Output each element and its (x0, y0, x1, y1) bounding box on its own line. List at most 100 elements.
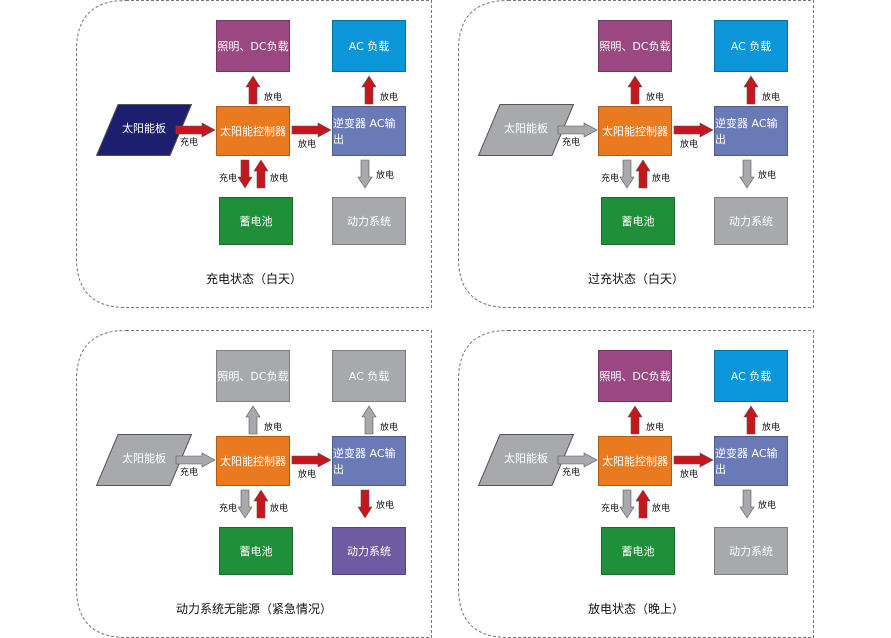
solar-controller-block: 太阳能控制器 (598, 106, 672, 156)
power-system-block: 动力系统 (714, 527, 788, 575)
power-system-label: 动力系统 (347, 215, 391, 228)
inverter-to-power-system-label: 放电 (376, 501, 395, 511)
panel-frame (76, 0, 432, 308)
inverter-ac-output-block: 逆变器 AC输出 (332, 436, 406, 486)
controller-to-inverter-label: 放电 (298, 140, 317, 150)
panel-frame (76, 330, 432, 638)
inverter-to-power-system-label: 放电 (376, 171, 395, 181)
solar-to-controller-label: 充电 (562, 138, 581, 148)
inverter-to-ac-load-arrow (361, 405, 377, 435)
solar-panel-block: 太阳能板 (95, 434, 193, 486)
controller-to-lighting-label: 放电 (264, 423, 283, 433)
lighting-dc-load-label: 照明、DC负载 (599, 370, 671, 383)
inverter-to-ac-load-label: 放电 (380, 93, 399, 103)
inverter-to-power-system-label: 放电 (758, 501, 777, 511)
panel-overcharge-day: 照明、DC负载 AC 负载 太阳能板 太阳能控制器 逆变器 AC输出 蓄电池 动… (458, 0, 814, 308)
controller-to-lighting-arrow (627, 405, 643, 435)
inverter-to-ac-load-arrow (361, 75, 377, 105)
solar-to-controller-arrow (557, 122, 598, 138)
panel-caption: 动力系统无能源（紧急情况） (175, 602, 332, 616)
power-system-block: 动力系统 (332, 197, 406, 245)
battery-to-controller-label: 放电 (270, 504, 289, 514)
lighting-dc-load-block: 照明、DC负载 (216, 20, 290, 72)
solar-panel-label: 太阳能板 (504, 452, 548, 465)
solar-panel-shape (477, 104, 575, 156)
solar-panel-block: 太阳能板 (95, 104, 193, 156)
ac-load-block: AC 负载 (714, 350, 788, 402)
controller-to-inverter-arrow (291, 452, 332, 468)
solar-to-controller-label: 充电 (180, 138, 199, 148)
ac-load-label: AC 负载 (730, 370, 772, 383)
inverter-ac-output-label: 逆变器 AC输出 (333, 447, 396, 476)
controller-to-lighting-arrow (627, 75, 643, 105)
lighting-dc-load-block: 照明、DC负载 (598, 350, 672, 402)
solar-controller-block: 太阳能控制器 (598, 436, 672, 486)
solar-panel-block: 太阳能板 (477, 104, 575, 156)
controller-to-lighting-label: 放电 (646, 93, 665, 103)
battery-block: 蓄电池 (219, 197, 293, 245)
solar-panel-label: 太阳能板 (122, 122, 166, 135)
solar-panel-label: 太阳能板 (122, 452, 166, 465)
controller-to-battery-label: 充电 (601, 504, 620, 514)
controller-to-lighting-label: 放电 (646, 423, 665, 433)
inverter-ac-output-block: 逆变器 AC输出 (714, 106, 788, 156)
controller-to-battery-label: 充电 (601, 174, 620, 184)
lighting-dc-load-label: 照明、DC负载 (217, 370, 289, 383)
panel-emergency: 照明、DC负载 AC 负载 太阳能板 太阳能控制器 逆变器 AC输出 蓄电池 动… (76, 330, 432, 638)
controller-to-lighting-label: 放电 (264, 93, 283, 103)
inverter-to-ac-load-label: 放电 (380, 423, 399, 433)
inverter-ac-output-label: 逆变器 AC输出 (333, 117, 396, 146)
battery-to-controller-arrow (253, 489, 269, 519)
inverter-to-power-system-arrow (739, 489, 755, 519)
solar-controller-label: 太阳能控制器 (602, 125, 668, 138)
inverter-to-ac-load-arrow (743, 405, 759, 435)
power-system-block: 动力系统 (714, 197, 788, 245)
panel-charging-day: 照明、DC负载 AC 负载 太阳能板 太阳能控制器 逆变器 AC输出 蓄电池 动… (76, 0, 432, 308)
ac-load-block: AC 负载 (714, 20, 788, 72)
lighting-dc-load-label: 照明、DC负载 (599, 40, 671, 53)
lighting-dc-load-block: 照明、DC负载 (598, 20, 672, 72)
solar-controller-label: 太阳能控制器 (220, 455, 286, 468)
power-system-block: 动力系统 (332, 527, 406, 575)
solar-to-controller-label: 充电 (562, 468, 581, 478)
panel-discharging-night: 照明、DC负载 AC 负载 太阳能板 太阳能控制器 逆变器 AC输出 蓄电池 动… (458, 330, 814, 638)
solar-panel-shape (95, 104, 193, 156)
panel-caption: 过充状态（白天） (587, 272, 684, 286)
inverter-ac-output-label: 逆变器 AC输出 (715, 447, 778, 476)
solar-controller-label: 太阳能控制器 (602, 455, 668, 468)
lighting-dc-load-label: 照明、DC负载 (217, 40, 289, 53)
controller-to-inverter-arrow (673, 122, 714, 138)
inverter-ac-output-label: 逆变器 AC输出 (715, 117, 778, 146)
inverter-to-ac-load-arrow (743, 75, 759, 105)
ac-load-label: AC 负载 (348, 370, 390, 383)
controller-to-inverter-label: 放电 (680, 140, 699, 150)
controller-to-battery-label: 充电 (219, 504, 238, 514)
battery-block: 蓄电池 (219, 527, 293, 575)
solar-panel-shape (477, 434, 575, 486)
lighting-dc-load-block: 照明、DC负载 (216, 350, 290, 402)
inverter-ac-output-block: 逆变器 AC输出 (332, 106, 406, 156)
controller-to-inverter-label: 放电 (298, 470, 317, 480)
ac-load-label: AC 负载 (348, 40, 390, 53)
battery-to-controller-arrow (635, 159, 651, 189)
solar-controller-block: 太阳能控制器 (216, 106, 290, 156)
panel-caption: 放电状态（晚上） (587, 602, 684, 616)
ac-load-block: AC 负载 (332, 20, 406, 72)
controller-to-battery-arrow (237, 159, 253, 189)
controller-to-battery-arrow (619, 489, 635, 519)
battery-label: 蓄电池 (239, 545, 273, 558)
power-system-label: 动力系统 (347, 545, 391, 558)
battery-to-controller-label: 放电 (652, 174, 671, 184)
battery-to-controller-arrow (253, 159, 269, 189)
battery-to-controller-label: 放电 (270, 174, 289, 184)
battery-block: 蓄电池 (601, 197, 675, 245)
solar-to-controller-arrow (557, 452, 598, 468)
power-system-label: 动力系统 (729, 215, 773, 228)
controller-to-battery-label: 充电 (219, 174, 238, 184)
controller-to-inverter-arrow (673, 452, 714, 468)
battery-to-controller-label: 放电 (652, 504, 671, 514)
ac-load-block: AC 负载 (332, 350, 406, 402)
inverter-to-power-system-label: 放电 (758, 171, 777, 181)
controller-to-lighting-arrow (245, 405, 261, 435)
solar-panel-label: 太阳能板 (504, 122, 548, 135)
